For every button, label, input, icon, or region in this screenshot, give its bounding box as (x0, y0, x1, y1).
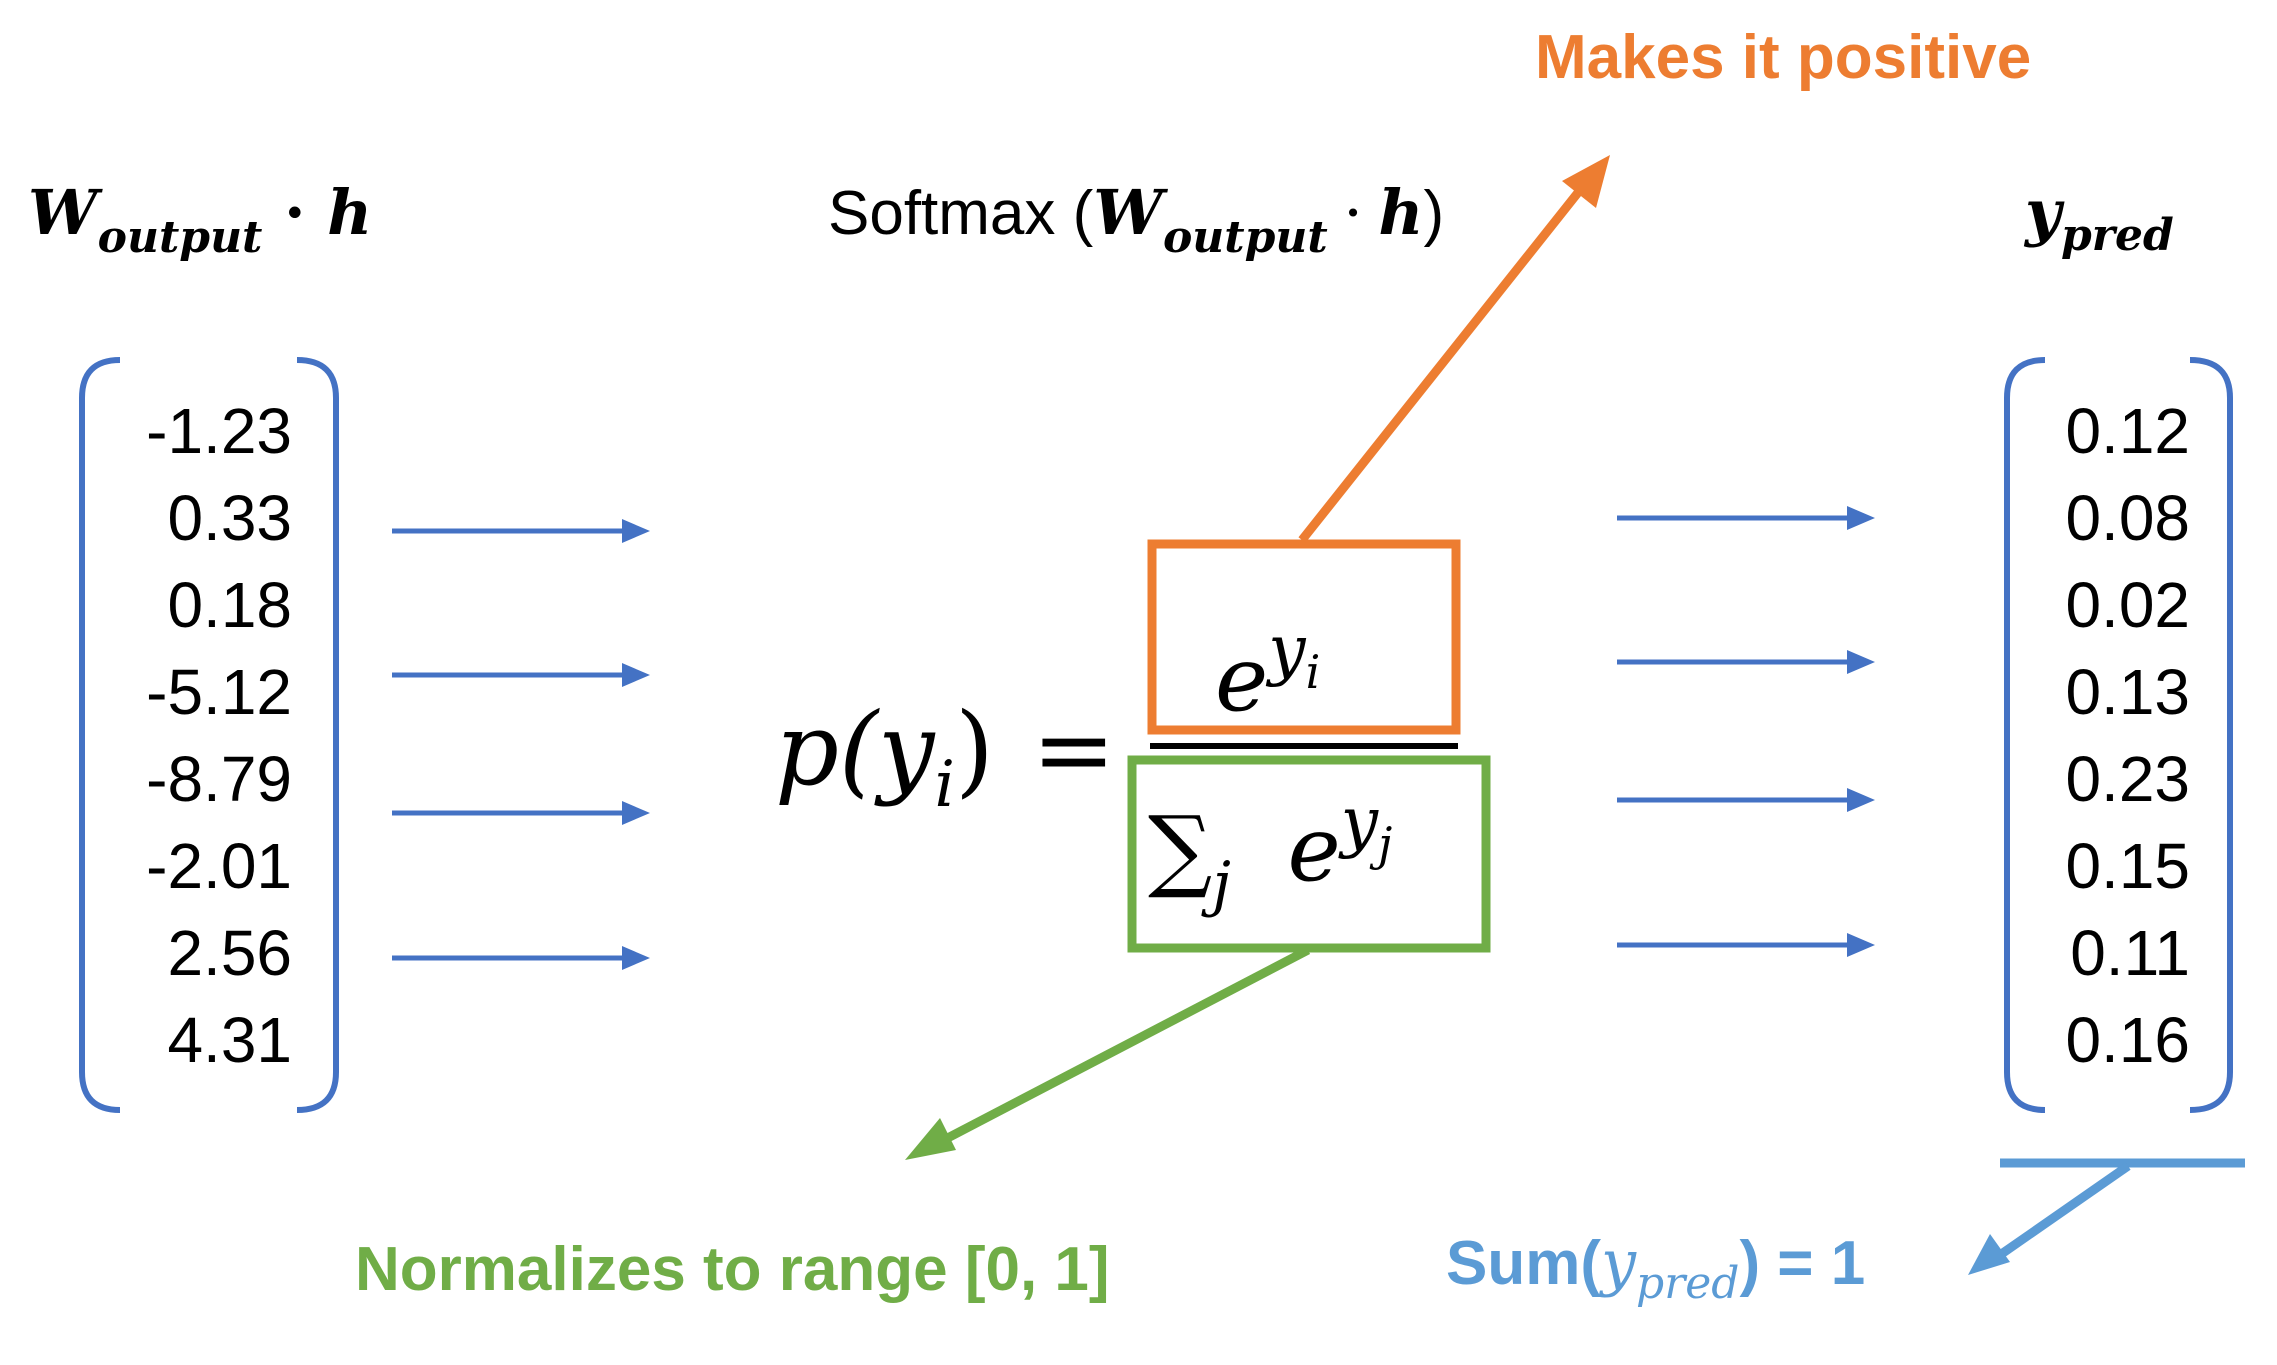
numerator-e: e (1215, 627, 1269, 732)
sum-prefix: Sum( (1446, 1229, 1601, 1298)
input-left-bracket (79, 357, 121, 1113)
softmax-label-fn: Softmax ( (828, 179, 1094, 248)
output-label-base: y (2025, 176, 2062, 249)
softmax-label-base: W (1093, 176, 1163, 249)
input-value: -1.23 (146, 395, 292, 467)
input-label: Woutput · h (28, 176, 372, 263)
output-right-bracket (2189, 357, 2233, 1113)
sum-y: y (1601, 1226, 1637, 1299)
output-value: 0.12 (2065, 395, 2190, 467)
sum-subscript: pred (1636, 1258, 1740, 1309)
input-label-op: · (283, 176, 306, 249)
formula-denominator: ∑j eyj (1148, 772, 1392, 934)
output-label: ypred (2025, 176, 2174, 261)
sum-suffix: ) = 1 (1739, 1229, 1866, 1298)
sum-annotation: Sum(ypred) = 1 (1446, 1226, 1865, 1309)
input-arrows (392, 519, 650, 970)
sum-arrow (1968, 1162, 2131, 1275)
input-right-bracket (296, 357, 339, 1113)
output-value: 0.02 (2065, 569, 2190, 641)
output-label-subscript: pred (2061, 210, 2174, 261)
input-value: 0.18 (167, 569, 292, 641)
softmax-label-vector: h (1378, 176, 1424, 249)
numerator-i: i (1305, 645, 1321, 699)
input-value: 2.56 (167, 917, 292, 989)
denominator-sum-j: j (1212, 849, 1231, 919)
positive-annotation: Makes it positive (1535, 23, 2032, 92)
numerator-box (1147, 539, 1461, 735)
input-value: 4.31 (167, 1004, 292, 1076)
input-label-subscript: output (97, 212, 263, 263)
input-value: 0.33 (167, 482, 292, 554)
normalize-annotation: Normalizes to range [0, 1] (355, 1235, 1110, 1304)
input-value: -5.12 (146, 656, 292, 728)
numerator-y: y (1268, 611, 1306, 688)
softmax-label: Softmax (Woutput · h) (828, 176, 1444, 263)
formula-lhs: p(yi) = (775, 690, 1116, 845)
formula-y: y (878, 691, 935, 808)
input-label-base: W (28, 176, 98, 249)
softmax-label-close: ) (1423, 179, 1445, 248)
output-value: 0.11 (2070, 917, 2190, 989)
positive-arrow (1298, 155, 1610, 543)
output-arrows (1617, 506, 1875, 957)
softmax-label-op: · (1343, 176, 1363, 249)
softmax-label-subscript: output (1162, 212, 1328, 263)
input-vector: -1.23 0.33 0.18 -5.12 -8.79 -2.01 2.56 4… (120, 388, 292, 1084)
input-label-vector: h (327, 176, 373, 249)
output-value: 0.16 (2065, 1004, 2190, 1076)
denominator-sum: ∑ (1148, 797, 1213, 902)
output-vector: 0.12 0.08 0.02 0.13 0.23 0.15 0.11 0.16 (2040, 388, 2190, 1084)
formula-p: p( (775, 691, 879, 808)
output-value: 0.15 (2065, 830, 2190, 902)
normalize-arrow (905, 946, 1311, 1160)
output-value: 0.08 (2065, 482, 2190, 554)
input-value: -8.79 (146, 743, 292, 815)
denominator-j: j (1378, 817, 1393, 871)
formula-close: ) (955, 691, 995, 808)
formula-i: i (934, 748, 955, 822)
output-value: 0.23 (2065, 743, 2190, 815)
input-value: -2.01 (146, 830, 292, 902)
denominator-box (1127, 755, 1491, 953)
denominator-y: y (1340, 783, 1379, 860)
formula-numerator: eyi (1215, 600, 1320, 730)
output-left-bracket (2004, 357, 2046, 1113)
output-value: 0.13 (2065, 656, 2190, 728)
formula-equals: = (1031, 691, 1116, 808)
denominator-e: e (1287, 797, 1341, 902)
